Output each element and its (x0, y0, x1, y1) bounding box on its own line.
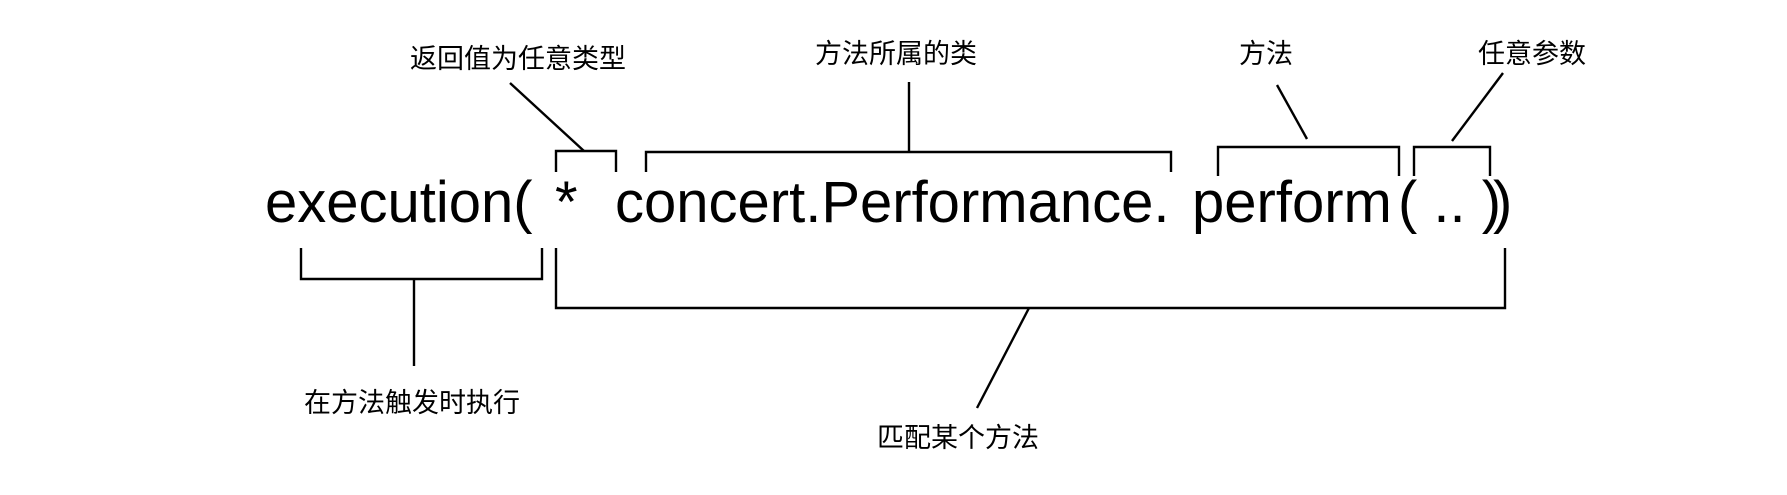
class-name: concert.Performance. (615, 170, 1169, 235)
match-bracket (554, 248, 1507, 310)
args-wildcard: ( .. ) (1398, 170, 1501, 235)
match-label: 匹配某个方法 (877, 423, 1039, 454)
trigger-bracket (299, 248, 544, 281)
args-label: 任意参数 (1478, 39, 1586, 70)
class-label: 方法所属的类 (815, 39, 977, 70)
return-type-annotation: 返回值为任意类型 (410, 44, 626, 172)
closing-paren: ) (1493, 170, 1512, 235)
class-bracket (644, 150, 1173, 172)
method-bracket (1216, 145, 1401, 176)
return-type-label: 返回值为任意类型 (410, 44, 626, 75)
match-leader (975, 307, 1031, 409)
trigger-label: 在方法触发时执行 (304, 388, 520, 419)
execution-keyword: execution( (265, 170, 533, 235)
args-bracket (1412, 145, 1492, 176)
method-name: perform (1192, 170, 1392, 235)
args-leader (1451, 72, 1504, 142)
trigger-annotation: 在方法触发时执行 (299, 248, 544, 419)
return-type-bracket (554, 149, 618, 172)
method-label: 方法 (1239, 39, 1293, 70)
match-annotation: 匹配某个方法 (554, 248, 1507, 454)
args-annotation: 任意参数 (1412, 39, 1586, 176)
method-leader (1275, 84, 1309, 140)
return-type-wildcard: * (555, 170, 578, 235)
method-annotation: 方法 (1216, 39, 1401, 176)
return-type-leader (509, 82, 585, 152)
expression: execution( * concert.Performance. perfor… (265, 170, 1512, 235)
class-annotation: 方法所属的类 (644, 39, 1173, 172)
